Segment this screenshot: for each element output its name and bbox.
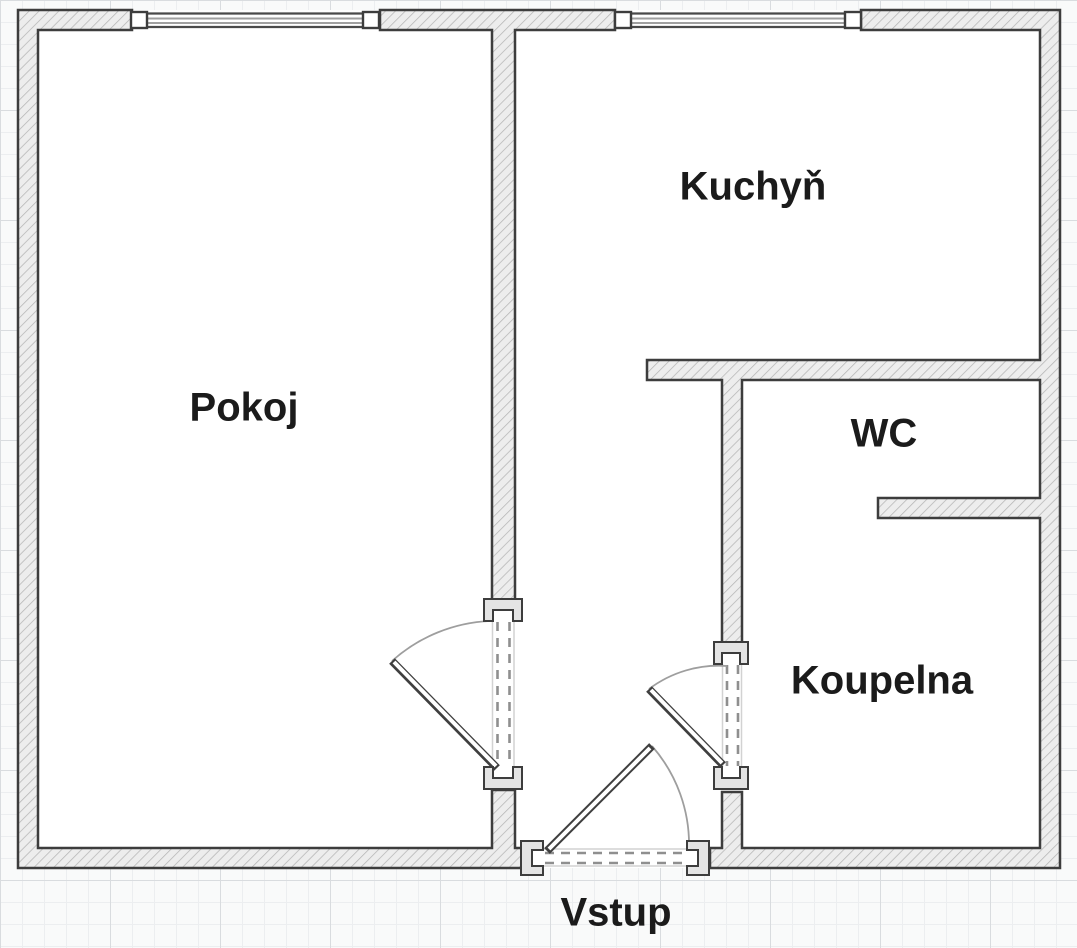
door-koupelna xyxy=(646,641,749,790)
door-swing-arc xyxy=(391,620,491,662)
room-label-koupelna: Koupelna xyxy=(790,658,974,703)
room-label-vstup: Vstup xyxy=(560,890,672,935)
door-leaf-fill xyxy=(547,746,652,851)
door-swing-arc xyxy=(648,664,728,690)
door-jamb-icon xyxy=(686,840,710,876)
door-jamb-icon xyxy=(483,598,523,622)
window-frame-icon xyxy=(361,10,381,30)
door-jamb-icon xyxy=(713,766,749,790)
room-label-wc: WC xyxy=(850,411,918,456)
door-jamb-icon xyxy=(520,840,544,876)
door-pokoj xyxy=(389,598,523,790)
window-frame-icon xyxy=(843,10,863,30)
door-leaf-fill xyxy=(392,660,498,768)
window-frame-icon xyxy=(613,10,633,30)
door-swing-arc xyxy=(651,745,690,850)
window-pokoj xyxy=(129,10,381,30)
room-label-pokoj: Pokoj xyxy=(189,385,299,430)
door-jamb-icon xyxy=(713,641,749,665)
apartment-interior-floor xyxy=(18,10,1060,868)
window-frame-icon xyxy=(129,10,149,30)
door-leaf-fill xyxy=(649,688,724,765)
door-vstup xyxy=(520,743,710,876)
room-label-kuchyn: Kuchyň xyxy=(679,164,827,209)
window-kuchyn xyxy=(613,10,863,30)
door-jamb-icon xyxy=(483,766,523,790)
